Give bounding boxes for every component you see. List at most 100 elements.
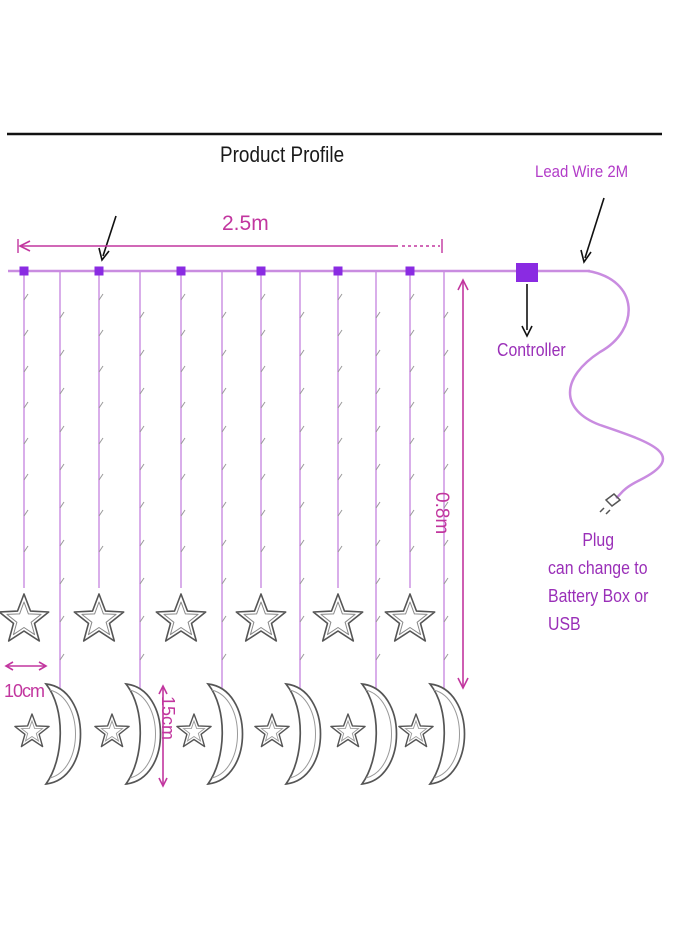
led-bulb xyxy=(98,329,104,337)
width-arrowhead-left xyxy=(18,240,31,252)
led-bulb xyxy=(59,387,65,395)
star-pendant xyxy=(235,593,287,642)
led-bulb xyxy=(337,293,343,301)
led-bulb xyxy=(443,311,449,319)
led-bulb xyxy=(180,437,186,445)
star-pendant xyxy=(73,593,125,642)
moon-pendant-inner xyxy=(289,689,316,779)
star-pendant-inner xyxy=(163,601,199,636)
led-bulb xyxy=(299,387,305,395)
led-bulb xyxy=(139,501,145,509)
moon-pendant xyxy=(360,682,398,786)
star-pendant xyxy=(155,593,207,642)
led-bulb xyxy=(59,349,65,357)
star-pendant xyxy=(312,593,364,642)
led-bulb xyxy=(23,365,29,373)
led-bulb xyxy=(59,463,65,471)
plug-note-line: Plug xyxy=(582,530,615,550)
led-bulb xyxy=(443,463,449,471)
connector-arrowhead xyxy=(98,247,110,262)
led-bulb xyxy=(139,311,145,319)
led-bulb xyxy=(443,349,449,357)
led-bulb xyxy=(337,473,343,481)
moon-star xyxy=(254,713,290,748)
led-bulb xyxy=(139,349,145,357)
star-pendant xyxy=(384,593,436,642)
plug-note-line: USB xyxy=(548,614,581,634)
led-bulb xyxy=(23,545,29,553)
led-bulb xyxy=(443,615,449,623)
led-bulb xyxy=(299,577,305,585)
led-bulb xyxy=(375,577,381,585)
drop-arrowhead-bottom xyxy=(457,677,469,690)
moon-height-arrow-bottom xyxy=(158,777,168,788)
plug-note: Plug can change to Battery Box or USB xyxy=(548,526,648,638)
led-bulb xyxy=(299,311,305,319)
moon-pendant-inner xyxy=(365,689,392,779)
led-bulb xyxy=(260,473,266,481)
led-bulb xyxy=(23,473,29,481)
moon-star-inner xyxy=(336,719,360,742)
led-bulb xyxy=(23,401,29,409)
led-bulb xyxy=(375,425,381,433)
led-bulb xyxy=(221,463,227,471)
moon-height-label: 15cm xyxy=(158,696,178,741)
led-bulb xyxy=(375,539,381,547)
led-bulb xyxy=(59,653,65,661)
moon-pendant xyxy=(206,682,244,786)
led-bulb xyxy=(337,329,343,337)
moon-pendant xyxy=(124,682,162,786)
strand-connector xyxy=(176,266,186,276)
strand-connector xyxy=(333,266,343,276)
led-bulb xyxy=(337,365,343,373)
moon-pendant-inner xyxy=(211,689,238,779)
led-bulb xyxy=(260,509,266,517)
led-bulb xyxy=(180,293,186,301)
led-bulb xyxy=(180,401,186,409)
led-bulb xyxy=(375,311,381,319)
strand-connector xyxy=(405,266,415,276)
led-bulb xyxy=(98,401,104,409)
led-bulb xyxy=(139,425,145,433)
led-bulb xyxy=(180,545,186,553)
moon-star-inner xyxy=(260,719,284,742)
led-bulb xyxy=(409,401,415,409)
led-bulb xyxy=(139,615,145,623)
led-bulb xyxy=(23,329,29,337)
moon-star xyxy=(94,713,130,748)
led-bulb xyxy=(409,329,415,337)
led-bulb xyxy=(409,365,415,373)
led-bulb xyxy=(337,437,343,445)
star-pendant-inner xyxy=(320,601,356,636)
star-pendant-inner xyxy=(81,601,117,636)
led-bulb xyxy=(139,577,145,585)
led-bulb xyxy=(180,509,186,517)
led-bulb xyxy=(59,539,65,547)
moon-star xyxy=(14,713,50,748)
plug-pin xyxy=(605,509,611,515)
diagram-title: Product Profile xyxy=(220,142,345,167)
led-bulb xyxy=(221,653,227,661)
pendant-width-label: 10cm xyxy=(4,681,45,701)
lead-wire-label: Lead Wire 2M xyxy=(535,162,629,181)
strand-connector xyxy=(256,266,266,276)
moon-star-inner xyxy=(100,719,124,742)
moon-star xyxy=(176,713,212,748)
led-bulb xyxy=(409,473,415,481)
led-bulb xyxy=(443,425,449,433)
led-bulb xyxy=(299,539,305,547)
led-bulb xyxy=(299,425,305,433)
led-bulb xyxy=(337,545,343,553)
connector-arrow xyxy=(102,215,117,257)
plug-pin xyxy=(599,507,605,513)
led-bulb xyxy=(375,615,381,623)
led-bulb xyxy=(59,577,65,585)
moon-star xyxy=(398,713,434,748)
led-bulb xyxy=(23,437,29,445)
moon-pendant-inner xyxy=(49,689,76,779)
led-bulb xyxy=(375,501,381,509)
led-bulb xyxy=(59,501,65,509)
led-bulb xyxy=(98,545,104,553)
